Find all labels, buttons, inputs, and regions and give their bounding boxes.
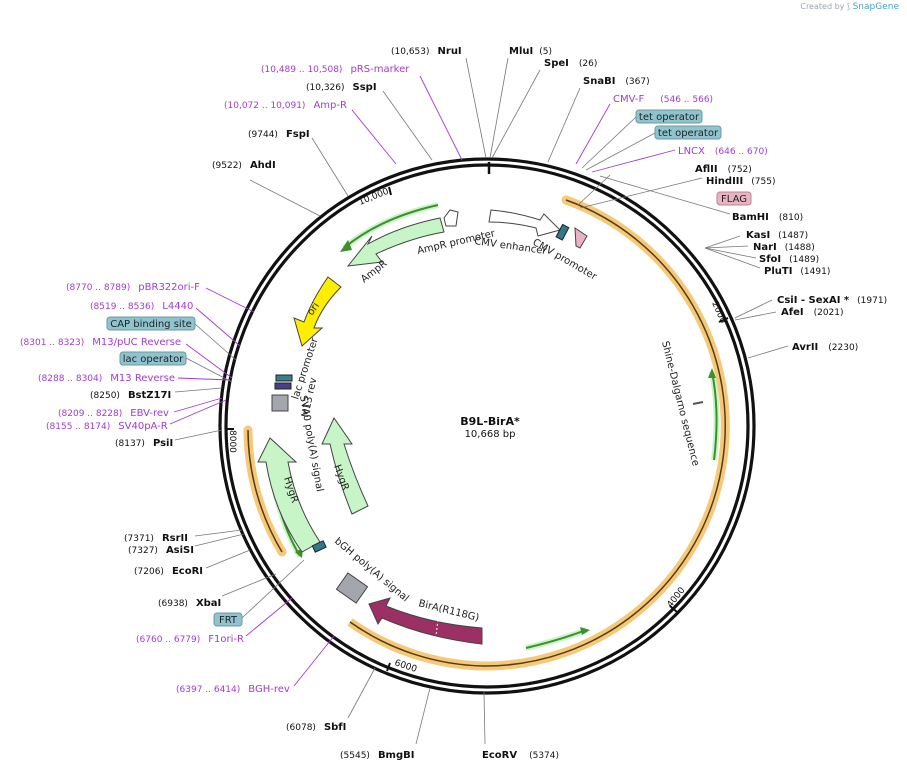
site-afei[interactable]: AfeI(2021) [781,307,844,318]
backbone-inner [224,163,750,689]
snapgene-logo-icon: ⟆ [846,2,851,11]
label-frt[interactable]: FRT [213,612,243,627]
hygr-arrow-outer [257,437,321,553]
primer-leader-lines [169,75,676,687]
primer-amp-r[interactable]: (10,072 .. 10,091)Amp-R [224,100,347,111]
ampr-arrow [346,217,445,267]
site-rsrii[interactable]: (7371)RsrII [124,533,188,544]
tet-operator-block [555,223,570,241]
boxed-labels: tet operator tet operator FLAG CAP bindi… [106,109,752,627]
primer-sv40pa-r[interactable]: (8155 .. 8174)SV40pA-R [46,421,168,432]
snapgene-credit: Created by ⟆ SnapGene [800,2,899,12]
cmv-enhancer-arrow [488,209,561,237]
svg-text:FRT: FRT [219,615,238,626]
site-sfoi[interactable]: SfoI(1489) [759,254,819,265]
site-aflii[interactable]: AflII(752) [695,164,752,175]
primer-labels: (10,489 .. 10,508)pRS-marker (10,072 .. … [20,64,768,695]
site-sbfi[interactable]: (6078)SbfI [286,722,346,733]
tick-8000: 8000 [226,428,237,453]
feature-cmv-promoter-label: CMV promoter [531,237,600,283]
site-nrui[interactable]: (10,653)NruI [391,46,462,57]
backbone-outer [218,157,756,695]
hygr-arrow-inner [321,416,369,515]
svg-text:8000: 8000 [227,430,237,453]
primer-l4440[interactable]: (8519 .. 8536)L4440 [90,301,193,312]
primer-m13-puc-reverse[interactable]: (8301 .. 8323)M13/pUC Reverse [20,337,181,348]
site-csii-sexai[interactable]: CsiI - SexAI *(1971) [777,295,887,306]
site-pluti[interactable]: PluTI(1491) [764,266,830,277]
site-ecorv[interactable]: EcoRV(5374) [482,750,559,761]
bgh-polya-block [335,572,369,604]
primer-cmv-f[interactable]: CMV-F(546 .. 566) [613,94,713,105]
cmv-promoter-arrow [574,227,588,249]
sv40-polya-block [271,394,289,412]
svg-text:CAP binding site: CAP binding site [110,319,192,330]
label-lac-operator[interactable]: lac operator [119,351,187,366]
primer-ebv-rev[interactable]: (8209 .. 8228)EBV-rev [58,408,169,419]
box-leader-lines [185,116,656,619]
label-cap-binding-site[interactable]: CAP binding site [106,316,196,331]
primer-prs-marker[interactable]: (10,489 .. 10,508)pRS-marker [261,64,410,75]
site-ecori[interactable]: (7206)EcoRI [134,566,203,577]
plasmid-size: 10,668 bp [465,429,516,440]
primer-bgh-rev[interactable]: (6397 .. 6414)BGH-rev [176,684,290,695]
site-kasi[interactable]: KasI(1487) [746,230,808,241]
frt-block [311,540,327,553]
site-xbai[interactable]: (6938)XbaI [158,598,221,609]
site-ahdi[interactable]: (9522)AhdI [212,160,276,171]
site-nari[interactable]: NarI(1488) [753,242,815,253]
site-psii[interactable]: (8137)PsiI [115,438,173,449]
site-fspi[interactable]: (9744)FspI [248,129,310,140]
site-avrii[interactable]: AvrII(2230) [792,342,858,353]
site-spei[interactable]: SpeI(26) [544,58,597,69]
feature-sv40-polya-label: SV40 poly(A) signal [297,395,325,493]
plasmid-name: B9L-BirA* [460,415,520,428]
primer-pbr322ori-f[interactable]: (8770 .. 8789)pBR322ori-F [66,282,200,293]
svg-text:lac operator: lac operator [123,354,184,365]
primer-m13-reverse[interactable]: (8288 .. 8304)M13 Reverse [38,373,175,384]
primer-lncx[interactable]: LNCX(646 .. 670) [678,146,768,157]
site-sspi[interactable]: (10,326)SspI [306,82,377,93]
svg-text:tet operator: tet operator [658,128,719,139]
site-leader-lines [174,57,789,745]
site-mlui[interactable]: MluI(5) [509,46,552,57]
site-bmgbi[interactable]: (5545)BmgBI [340,750,414,761]
label-tet-operator-2[interactable]: tet operator [654,125,722,140]
bira-arrow [368,597,483,645]
site-bamhi[interactable]: BamHI(810) [732,212,803,223]
site-hindiii[interactable]: HindIII(755) [706,176,775,187]
ori-arrow [293,276,342,347]
cap-binding-block [275,374,293,382]
primer-f1ori-r[interactable]: (6760 .. 6779)F1ori-R [136,634,244,645]
label-flag[interactable]: FLAG [716,191,752,206]
site-asisi[interactable]: (7327)AsiSI [128,545,194,556]
ampr-promoter-arrow [443,209,459,227]
lac-operator-block [274,382,292,390]
site-bstz17i[interactable]: (8250)BstZ17I [90,390,171,401]
site-snabi[interactable]: SnaBI(367) [583,76,650,87]
restriction-sites: MluI(5) SpeI(26) SnaBI(367) AflII(752) H… [90,46,887,761]
svg-text:tet operator: tet operator [639,112,700,123]
svg-text:FLAG: FLAG [721,194,747,205]
label-tet-operator-1[interactable]: tet operator [635,109,703,124]
